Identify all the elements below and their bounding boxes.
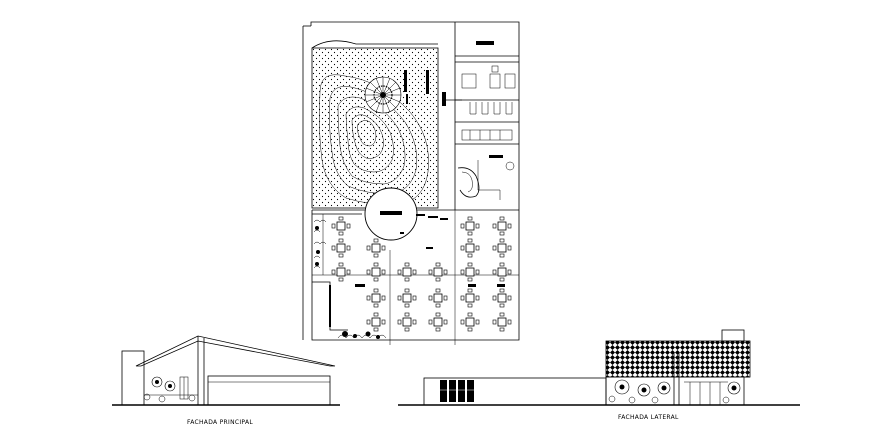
pond-contours — [319, 74, 429, 205]
floor-plan — [302, 21, 520, 345]
tree-symbol — [364, 76, 402, 114]
dining-hall — [312, 187, 519, 345]
front-elevation-label: FACHADA PRINCIPAL — [187, 419, 253, 426]
planter-bottom — [337, 331, 387, 339]
planter-left — [313, 219, 327, 269]
side-plants — [608, 379, 741, 404]
side-pergola — [684, 381, 728, 405]
front-elevation: FACHADA PRINCIPAL — [112, 335, 340, 426]
side-windows — [440, 380, 474, 402]
side-elevation-label: FACHADA LATERAL — [618, 414, 679, 421]
plan-outer-wall — [310, 21, 520, 341]
side-roof-tiles — [605, 340, 751, 378]
service-rooms — [442, 22, 519, 210]
front-plants — [143, 376, 196, 403]
side-elevation: FACHADA LATERAL — [398, 329, 800, 421]
front-roof — [135, 335, 336, 367]
